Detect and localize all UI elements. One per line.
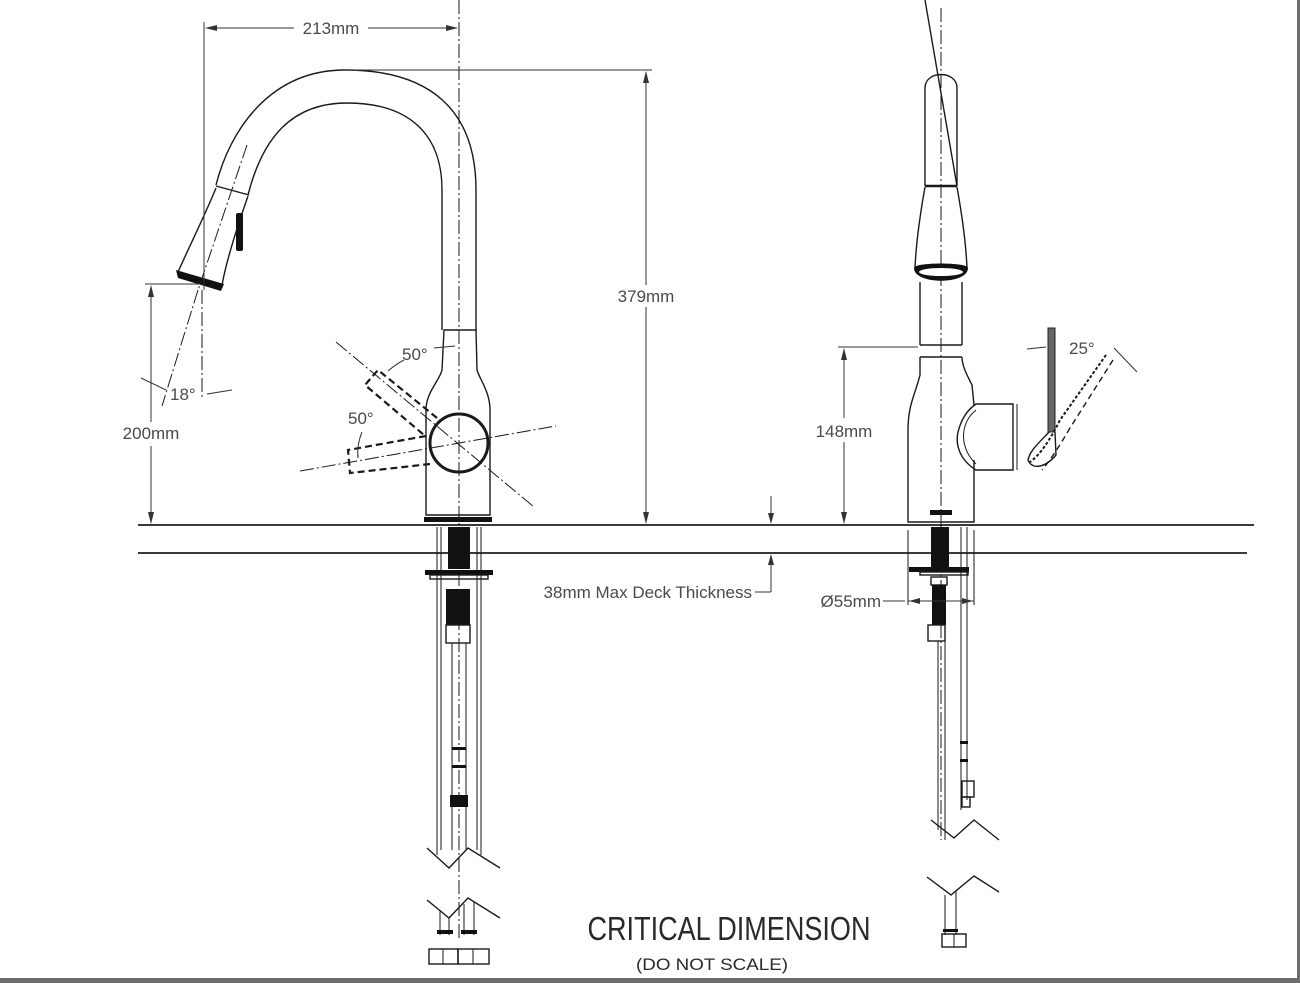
dim-spout-reach: 213mm (303, 19, 360, 38)
side-spray-collar (924, 0, 958, 187)
side-lever-ghost (1029, 354, 1107, 463)
side-fitting-top (930, 576, 948, 586)
dim-handle-angle-upper: 50° (402, 345, 428, 364)
shank-thread (448, 527, 470, 569)
drawing-title: CRITICAL DIMENSION (588, 910, 871, 947)
arrow-icon (148, 512, 154, 524)
spout-outer (215, 69, 477, 330)
dim-overall-height: 379mm (618, 287, 675, 306)
spray-head-collar (215, 185, 250, 196)
arrow-icon (643, 512, 649, 524)
angle-leader (140, 377, 167, 391)
spray-button-icon (236, 213, 243, 251)
angle-arc (357, 431, 363, 459)
arrow-icon (148, 285, 154, 297)
front-shank (425, 527, 501, 965)
hose-fitting (446, 589, 470, 625)
arrow-icon (768, 554, 774, 565)
supply-band (437, 930, 453, 934)
side-hose-fitting (932, 585, 946, 625)
spout-inner (247, 102, 443, 330)
side-handle-hub-inner (963, 409, 977, 465)
side-break-line-lower (926, 875, 1000, 896)
side-body-base-mark (930, 510, 952, 515)
dim-handle-height: 148mm (816, 422, 873, 441)
dim-handle-angle-lower: 50° (348, 409, 374, 428)
side-hose-band (960, 759, 968, 762)
side-lever-base (1027, 431, 1057, 467)
side-dimensions: 148mm 25° Ø55mm (816, 339, 1138, 611)
handle-ghost-upper (363, 368, 438, 436)
handle-axis-upper (335, 341, 535, 508)
angle-leader (206, 389, 233, 395)
side-handle-hub (956, 403, 1014, 471)
side-view-faucet (907, 0, 1114, 948)
drawing-subtitle: (DO NOT SCALE) (636, 955, 788, 974)
spray-face (176, 270, 224, 291)
side-lever-ghost (1041, 359, 1114, 471)
angle-leader (1026, 346, 1047, 350)
hose-band (452, 765, 466, 768)
arrow-icon (841, 348, 847, 360)
side-break-line-upper (930, 819, 1000, 841)
side-shank-thread (931, 527, 949, 569)
side-body (907, 356, 975, 523)
side-hose-clip (961, 780, 975, 798)
break-line-upper (426, 847, 501, 869)
arrow-icon (643, 71, 649, 83)
front-view-faucet (176, 0, 557, 965)
spray-head (176, 144, 250, 291)
countertop-deck (138, 524, 1254, 554)
side-lever-upright (1047, 327, 1056, 433)
mounting-washer (429, 574, 489, 580)
faucet-body (425, 329, 491, 516)
dim-aerator-height: 200mm (123, 424, 180, 443)
dim-deck-thickness: 38mm Max Deck Thickness (544, 583, 752, 602)
title-block: CRITICAL DIMENSION (DO NOT SCALE) (588, 910, 871, 974)
arrow-icon (841, 512, 847, 524)
side-spray-top (924, 73, 958, 186)
break-line-lower (426, 897, 501, 919)
side-hose-nut (927, 624, 946, 642)
angle-leader (1113, 347, 1138, 373)
arrow-icon (768, 513, 774, 524)
spray-axis (197, 144, 248, 291)
supply-band (461, 930, 477, 934)
handle-hub (428, 412, 490, 474)
side-shank (907, 527, 1000, 948)
arrow-icon (205, 25, 217, 31)
side-mounting-nut (909, 567, 969, 572)
body-base (424, 517, 492, 522)
handle-axis-lower (299, 425, 557, 472)
dim-handle-rotation: 25° (1069, 339, 1095, 358)
arrow-icon (909, 598, 920, 604)
handle-ghost-lower (346, 434, 431, 475)
side-washer (919, 571, 969, 576)
hose-band (452, 747, 466, 750)
side-hose-clip (961, 796, 971, 808)
side-hose-band (960, 741, 968, 744)
hose-coupling (450, 795, 468, 807)
spray-angle-ref (161, 289, 199, 407)
dim-mount-diameter: Ø55mm (821, 592, 881, 611)
angle-arc (387, 359, 405, 372)
side-spray-nozzle (919, 268, 963, 276)
dim-spray-angle: 18° (170, 385, 196, 404)
arrow-icon (446, 25, 458, 31)
arrow-icon (962, 598, 973, 604)
side-supply-band (943, 929, 958, 932)
front-dimensions: 213mm 379mm 200mm 18° 50° 50° 38mm M (123, 19, 774, 602)
angle-leader (433, 345, 456, 349)
hose-nut (445, 624, 471, 644)
mounting-nut (425, 570, 493, 575)
